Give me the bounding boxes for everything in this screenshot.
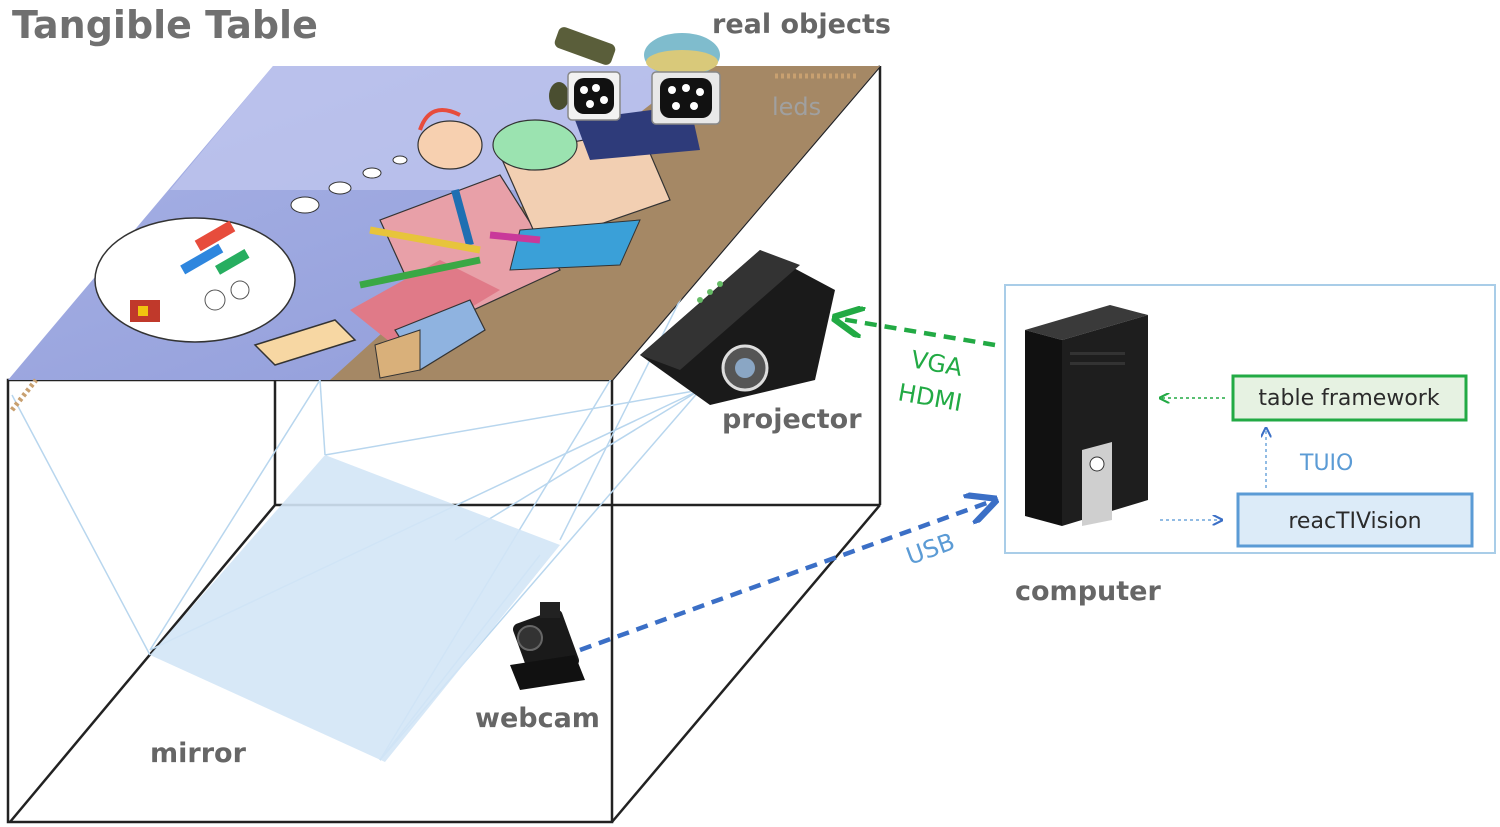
- reactivision-box: reacTIVision: [1236, 492, 1474, 548]
- webcam-label: webcam: [475, 703, 600, 734]
- binoculars-icon: [554, 27, 616, 65]
- computer-panel: [1004, 284, 1496, 554]
- pc-tower-icon: [1025, 305, 1148, 526]
- video-cable-arrow: [835, 318, 996, 348]
- projector-label: projector: [722, 404, 862, 435]
- diagram-title: Tangible Table: [12, 3, 318, 47]
- fiducial-marker-2: [651, 71, 721, 125]
- hdmi-label: HDMI: [896, 378, 964, 417]
- table-framework-box: table framework: [1231, 374, 1468, 422]
- usb-cable-arrow: [579, 500, 995, 653]
- vga-label: VGA: [909, 345, 965, 382]
- real-objects-label: real objects: [712, 9, 891, 40]
- table-top: [8, 66, 880, 412]
- usb-label: USB: [902, 527, 958, 570]
- table-framework-label: table framework: [1258, 386, 1439, 411]
- mirror-surface: [150, 455, 560, 762]
- real-objects: [549, 27, 721, 125]
- tuio-label: TUIO: [1299, 451, 1353, 476]
- computer-label: computer: [1015, 576, 1161, 607]
- fiducial-marker-1: [567, 71, 621, 121]
- leds-label: leds: [772, 93, 821, 121]
- webcam-icon: [510, 602, 585, 690]
- projector-icon: [640, 250, 835, 405]
- mirror-label: mirror: [150, 738, 247, 769]
- reactivision-label: reacTIVision: [1288, 509, 1421, 534]
